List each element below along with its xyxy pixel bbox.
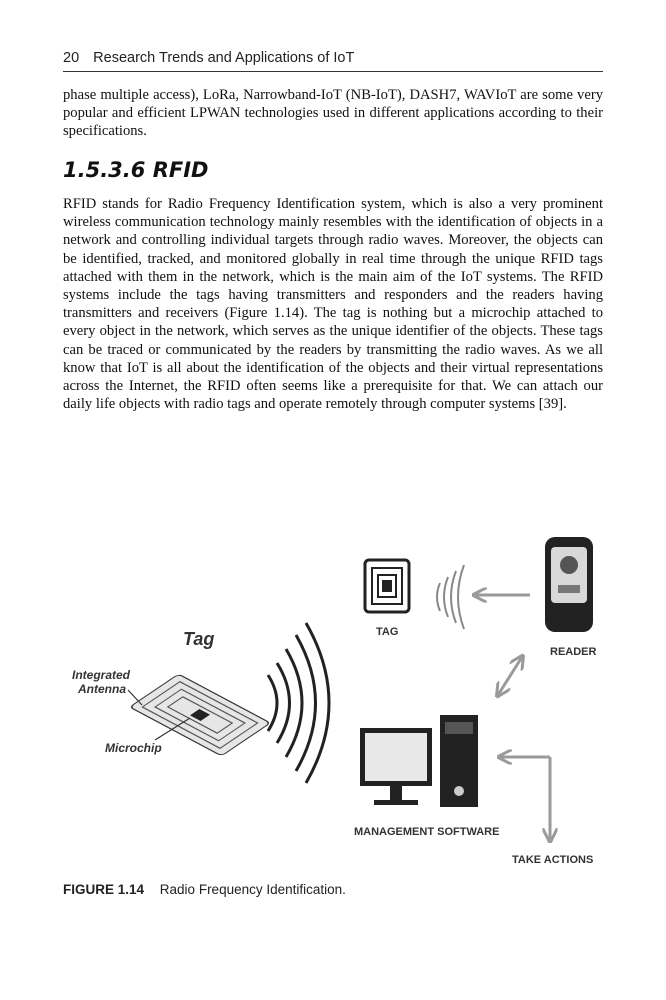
figure-caption: FIGURE 1.14 Radio Frequency Identificati… xyxy=(63,882,346,897)
reader-computer-arrow xyxy=(498,657,522,695)
section-heading: 1.5.3.6 RFID xyxy=(63,158,209,182)
header-rule xyxy=(63,71,603,72)
tag-waves-icon xyxy=(436,564,465,630)
radio-waves-icon xyxy=(266,622,331,784)
reader-device-icon xyxy=(545,537,593,632)
take-actions-label: TAKE ACTIONS xyxy=(512,854,593,866)
microchip-icon xyxy=(190,709,210,721)
rfid-figure: Tag Integrated Antenna Microchip TAG REA… xyxy=(72,537,597,866)
rfid-paragraph: RFID stands for Radio Frequency Identifi… xyxy=(63,196,603,413)
book-title: Research Trends and Applications of IoT xyxy=(93,50,355,66)
reader-label: READER xyxy=(550,646,597,658)
figure-caption-text: Radio Frequency Identification. xyxy=(159,882,346,897)
rfid-tag-illustration xyxy=(127,622,331,784)
microchip-label: Microchip xyxy=(105,741,162,755)
management-software-label: MANAGEMENT SOFTWARE xyxy=(354,826,499,838)
tag-title-label: Tag xyxy=(183,629,214,649)
antenna-leader-line xyxy=(127,689,143,706)
running-header: 20 Research Trends and Applications of I… xyxy=(63,50,603,66)
microchip-leader-line xyxy=(154,717,191,741)
page-number: 20 xyxy=(63,50,80,66)
integrated-antenna-label-line1: Integrated xyxy=(72,668,131,682)
figure-caption-label: FIGURE 1.14 xyxy=(63,882,145,897)
integrated-antenna-label-line2: Antenna xyxy=(77,682,126,696)
tag-label: TAG xyxy=(376,626,398,638)
computer-icon xyxy=(360,715,478,807)
intro-paragraph: phase multiple access), LoRa, Narrowband… xyxy=(63,87,603,140)
tag-icon xyxy=(363,558,411,614)
